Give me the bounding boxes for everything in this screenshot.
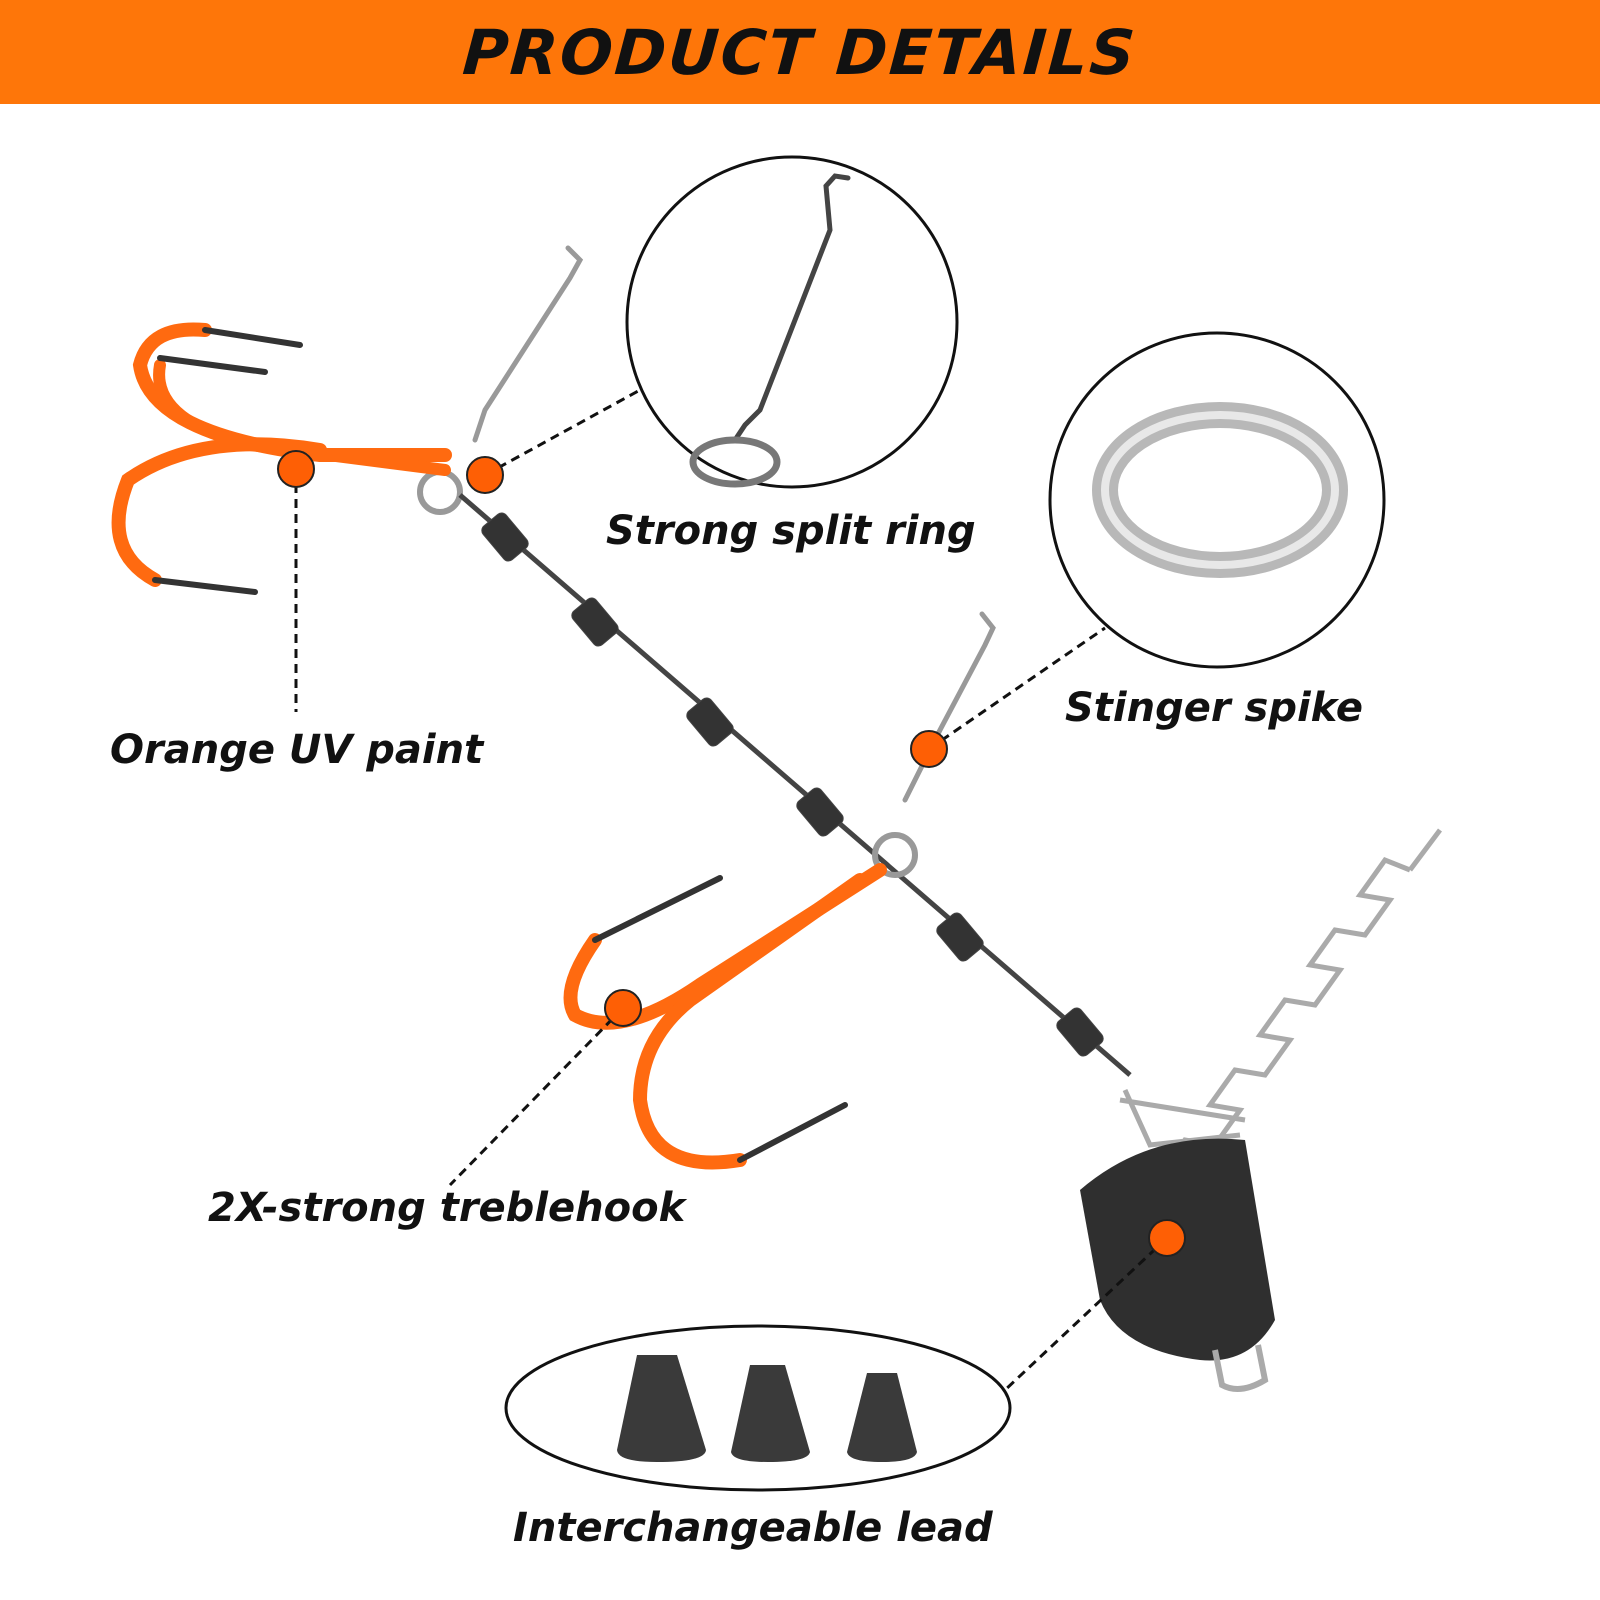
stinger-wire-closeup [732, 173, 851, 443]
label-treblehook: 2X-strong treblehook [208, 1185, 686, 1231]
stinger-spike-middle [902, 611, 996, 803]
lead-weight-medium [731, 1365, 810, 1462]
label-split-ring: Strong split ring [606, 508, 976, 554]
callout-dot-split-ring [466, 456, 504, 494]
split-ring-middle [872, 832, 918, 878]
corkscrew-spike [1162, 828, 1442, 1177]
lead-eyelet [1212, 1344, 1269, 1392]
lead-weight-small [847, 1373, 917, 1462]
stinger-spike-detail-circle [1048, 331, 1386, 669]
treble-hook-bottom [563, 863, 887, 1170]
callout-line-lead [1003, 1236, 1169, 1392]
treble-hook-top [111, 322, 452, 595]
stinger-spike-top [472, 245, 584, 443]
callout-dots [277, 450, 1186, 1257]
label-stinger-spike: Stinger spike [1065, 685, 1363, 731]
label-uv-paint: Orange UV paint [110, 727, 484, 773]
callout-dot-uv-paint [277, 450, 315, 488]
callout-dot-treblehook [604, 989, 642, 1027]
swivel-chain [458, 493, 1132, 1077]
lead-weight-large [617, 1355, 706, 1462]
callout-line-split-ring [484, 388, 641, 477]
header-banner: PRODUCT DETAILS [0, 0, 1600, 104]
label-lead: Interchangeable lead [513, 1505, 993, 1551]
callout-dot-stinger [910, 730, 948, 768]
ring-highlight [1101, 411, 1339, 569]
split-ring-top [417, 469, 463, 515]
callout-lines [294, 388, 1169, 1392]
callout-dot-lead [1148, 1219, 1186, 1257]
callout-line-stinger [928, 626, 1106, 751]
clip-wire [1119, 1088, 1246, 1148]
ring-closeup [689, 436, 781, 488]
callout-line-treblehook [448, 1006, 625, 1187]
